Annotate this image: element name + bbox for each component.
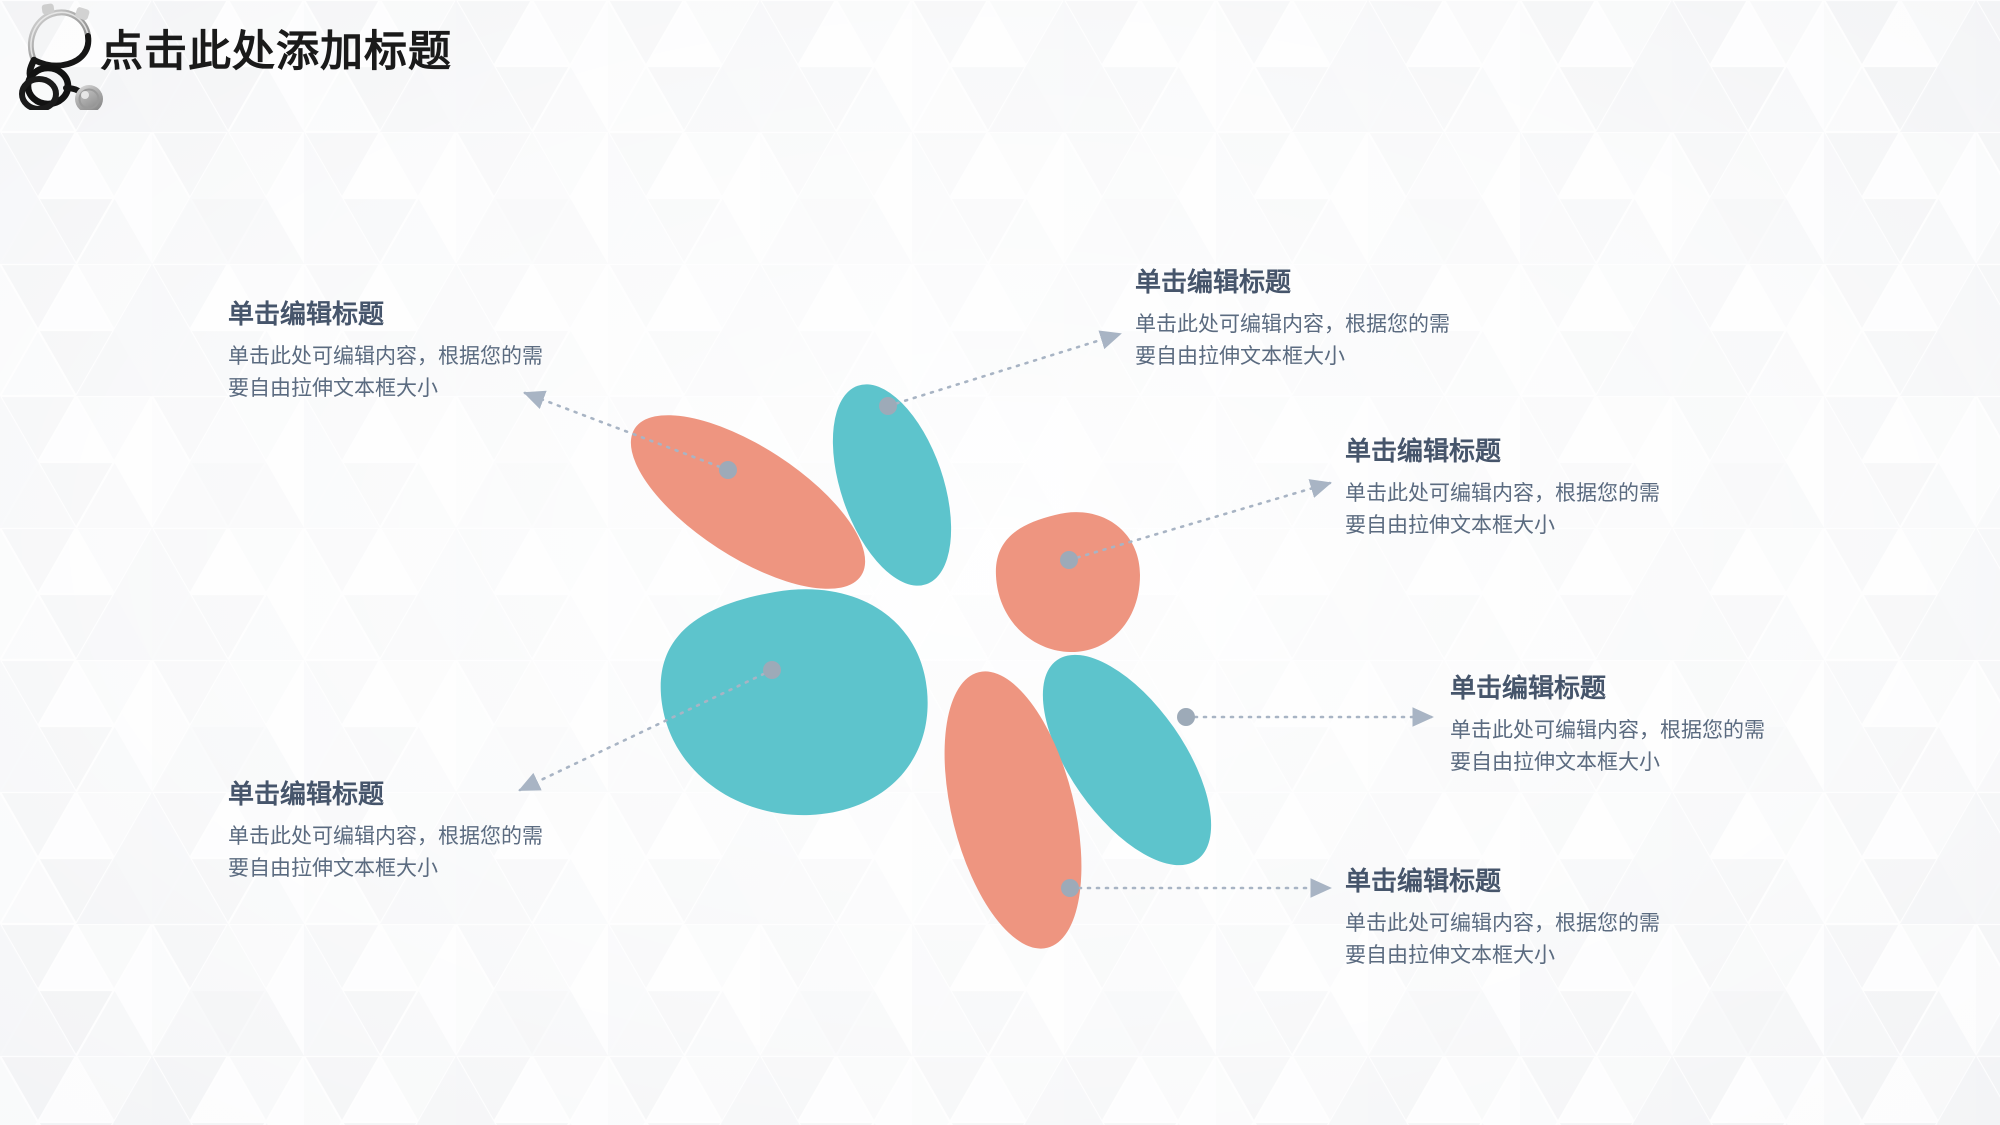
callout-body: 单击此处可编辑内容，根据您的需 要自由拉伸文本框大小 xyxy=(1135,309,1555,373)
callout-body: 单击此处可编辑内容，根据您的需 要自由拉伸文本框大小 xyxy=(228,821,648,885)
callout-body: 单击此处可编辑内容，根据您的需 要自由拉伸文本框大小 xyxy=(228,341,648,405)
callout-bottom-left[interactable]: 单击编辑标题 单击此处可编辑内容，根据您的需 要自由拉伸文本框大小 xyxy=(228,778,648,885)
callout-body: 单击此处可编辑内容，根据您的需 要自由拉伸文本框大小 xyxy=(1345,908,1765,972)
petal-teal-lower-left[interactable] xyxy=(660,589,928,816)
callout-top-left[interactable]: 单击编辑标题 单击此处可编辑内容，根据您的需 要自由拉伸文本框大小 xyxy=(228,298,648,405)
callout-top-right[interactable]: 单击编辑标题 单击此处可编辑内容，根据您的需 要自由拉伸文本框大小 xyxy=(1135,266,1555,373)
callout-body-line: 要自由拉伸文本框大小 xyxy=(228,376,438,400)
callout-body-line: 要自由拉伸文本框大小 xyxy=(1345,943,1555,967)
callout-heading: 单击编辑标题 xyxy=(228,299,385,329)
callout-heading: 单击编辑标题 xyxy=(1345,436,1502,466)
callout-body-line: 单击此处可编辑内容，根据您的需 xyxy=(228,344,543,368)
callout-heading: 单击编辑标题 xyxy=(1450,673,1607,703)
callout-bottom-right[interactable]: 单击编辑标题 单击此处可编辑内容，根据您的需 要自由拉伸文本框大小 xyxy=(1345,865,1765,972)
page-title: 点击此处添加标题 xyxy=(100,28,452,76)
callout-body-line: 单击此处可编辑内容，根据您的需 xyxy=(1450,718,1765,742)
callout-heading: 单击编辑标题 xyxy=(1135,267,1292,297)
callout-right[interactable]: 单击编辑标题 单击此处可编辑内容，根据您的需 要自由拉伸文本框大小 xyxy=(1450,672,1870,779)
callout-body-line: 要自由拉伸文本框大小 xyxy=(1135,344,1345,368)
callout-body-line: 单击此处可编辑内容，根据您的需 xyxy=(228,824,543,848)
callout-body-line: 单击此处可编辑内容，根据您的需 xyxy=(1345,911,1660,935)
petal-orange-upper-right[interactable] xyxy=(995,512,1140,653)
callout-body: 单击此处可编辑内容，根据您的需 要自由拉伸文本框大小 xyxy=(1345,478,1765,542)
callout-body-line: 单击此处可编辑内容，根据您的需 xyxy=(1135,312,1450,336)
callout-mid-right[interactable]: 单击编辑标题 单击此处可编辑内容，根据您的需 要自由拉伸文本框大小 xyxy=(1345,435,1765,542)
slide-header: 点击此处添加标题 xyxy=(0,0,2000,110)
callout-body-line: 要自由拉伸文本框大小 xyxy=(1345,513,1555,537)
stethoscope-icon xyxy=(19,3,103,110)
callout-heading: 单击编辑标题 xyxy=(228,779,385,809)
callout-body-line: 要自由拉伸文本框大小 xyxy=(1450,750,1660,774)
callout-body: 单击此处可编辑内容，根据您的需 要自由拉伸文本框大小 xyxy=(1450,715,1870,779)
callout-body-line: 单击此处可编辑内容，根据您的需 xyxy=(1345,481,1660,505)
callout-body-line: 要自由拉伸文本框大小 xyxy=(228,856,438,880)
petal-flower-diagram xyxy=(630,384,1212,949)
callout-heading: 单击编辑标题 xyxy=(1345,866,1502,896)
